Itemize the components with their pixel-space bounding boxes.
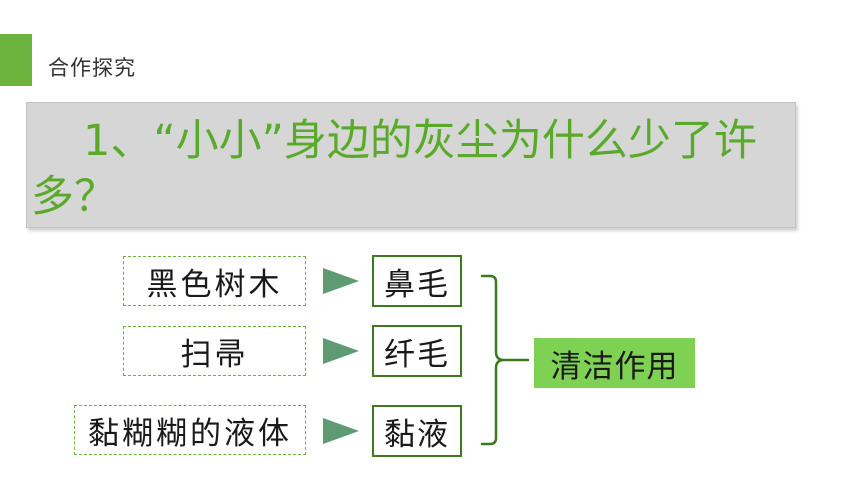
title-box: 1、“小小”身边的灰尘为什么少了许多？ [26,102,796,228]
accent-bar [0,34,32,86]
result-label: 清洁作用 [534,338,695,388]
item-box-2: 扫帚 [123,326,306,376]
title-text: 1、“小小”身边的灰尘为什么少了许多？ [31,116,757,222]
item-box-1: 黑色树木 [123,256,306,306]
item-box-3: 黏糊糊的液体 [74,405,306,455]
arrow-icon [323,418,359,444]
feature-box-1: 鼻毛 [372,255,462,307]
arrow-icon [323,338,359,364]
arrow-icon [323,268,359,294]
section-label: 合作探究 [48,56,136,80]
feature-box-2: 纤毛 [372,325,462,377]
feature-box-3: 黏液 [372,405,462,457]
brace-icon [480,274,530,446]
